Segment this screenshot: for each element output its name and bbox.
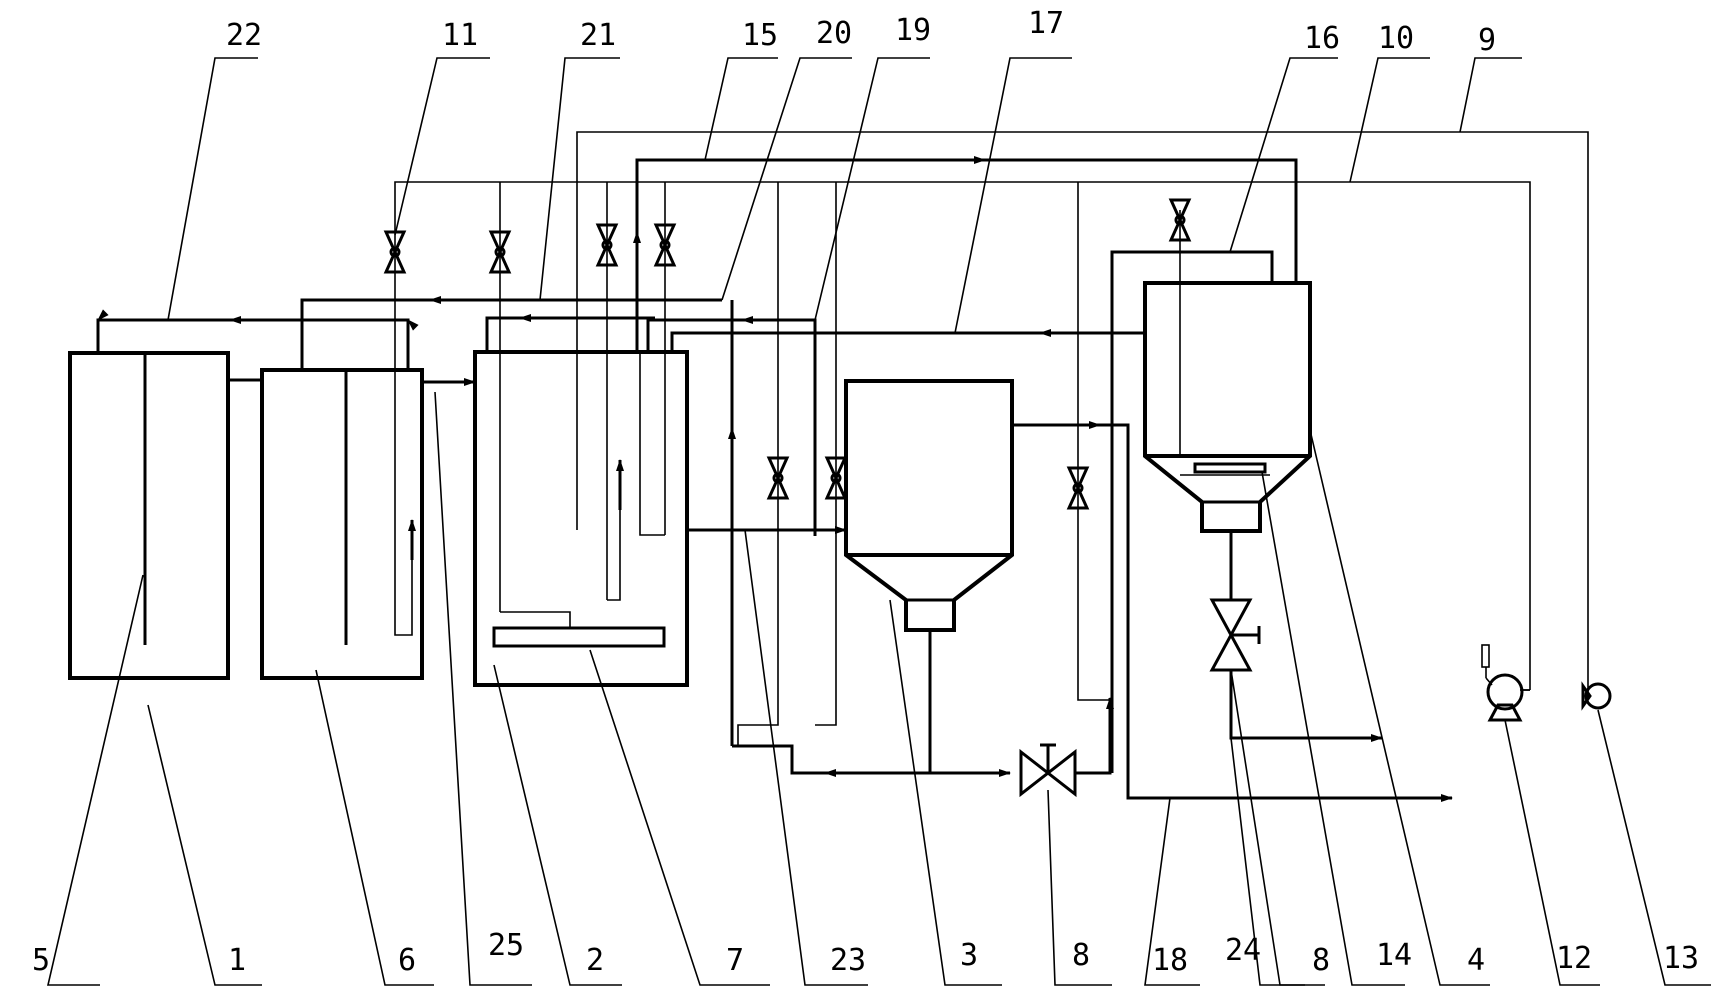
label-23: 23 — [830, 943, 866, 978]
label-12: 12 — [1556, 941, 1592, 976]
label-25: 25 — [488, 928, 524, 963]
label-17: 17 — [1028, 6, 1064, 41]
vessel-4 — [1143, 281, 1312, 533]
tank-1 — [68, 351, 230, 680]
valve-icon — [1168, 198, 1192, 242]
label-11: 11 — [442, 18, 478, 53]
label-18: 18 — [1152, 943, 1188, 978]
plate-14 — [1193, 462, 1267, 474]
label-14: 14 — [1376, 938, 1412, 973]
valve-icons — [383, 198, 1261, 798]
process-pipes — [96, 156, 1453, 802]
label-1: 1 — [228, 943, 246, 978]
valve-icon — [595, 223, 619, 267]
label-2: 2 — [586, 943, 604, 978]
reactor-2 — [473, 350, 689, 687]
label-20: 20 — [816, 16, 852, 51]
label-24: 24 — [1225, 933, 1261, 968]
label-7: 7 — [726, 943, 744, 978]
air-lines — [394, 131, 1589, 746]
label-10: 10 — [1378, 21, 1414, 56]
label-8a: 8 — [1072, 938, 1090, 973]
valve-icon — [653, 223, 677, 267]
label-4: 4 — [1467, 943, 1485, 978]
valve-icon — [1066, 466, 1090, 510]
label-22: 22 — [226, 18, 262, 53]
blower-13-icon — [1581, 681, 1612, 711]
valve-icon — [766, 456, 790, 500]
label-9: 9 — [1478, 23, 1496, 58]
part-labels: 22 11 21 15 20 19 17 16 10 9 5 1 6 25 2 … — [32, 6, 1699, 978]
valve-icon — [824, 456, 848, 500]
label-6: 6 — [398, 943, 416, 978]
valve-8-vertical-icon — [1209, 598, 1261, 672]
aerator-7 — [492, 626, 666, 648]
valve-icon — [383, 230, 407, 274]
tank-6 — [260, 368, 424, 680]
label-19: 19 — [895, 13, 931, 48]
label-13: 13 — [1663, 941, 1699, 976]
valve-icon — [488, 230, 512, 274]
pump-12-icon — [1481, 644, 1530, 722]
label-8b: 8 — [1312, 943, 1330, 978]
label-5: 5 — [32, 943, 50, 978]
valve-8-icon — [1019, 743, 1077, 798]
label-21: 21 — [580, 18, 616, 53]
label-3: 3 — [960, 938, 978, 973]
label-16: 16 — [1304, 21, 1340, 56]
settler-3 — [844, 379, 1014, 632]
leader-lines — [46, 57, 1711, 986]
label-15: 15 — [742, 18, 778, 53]
